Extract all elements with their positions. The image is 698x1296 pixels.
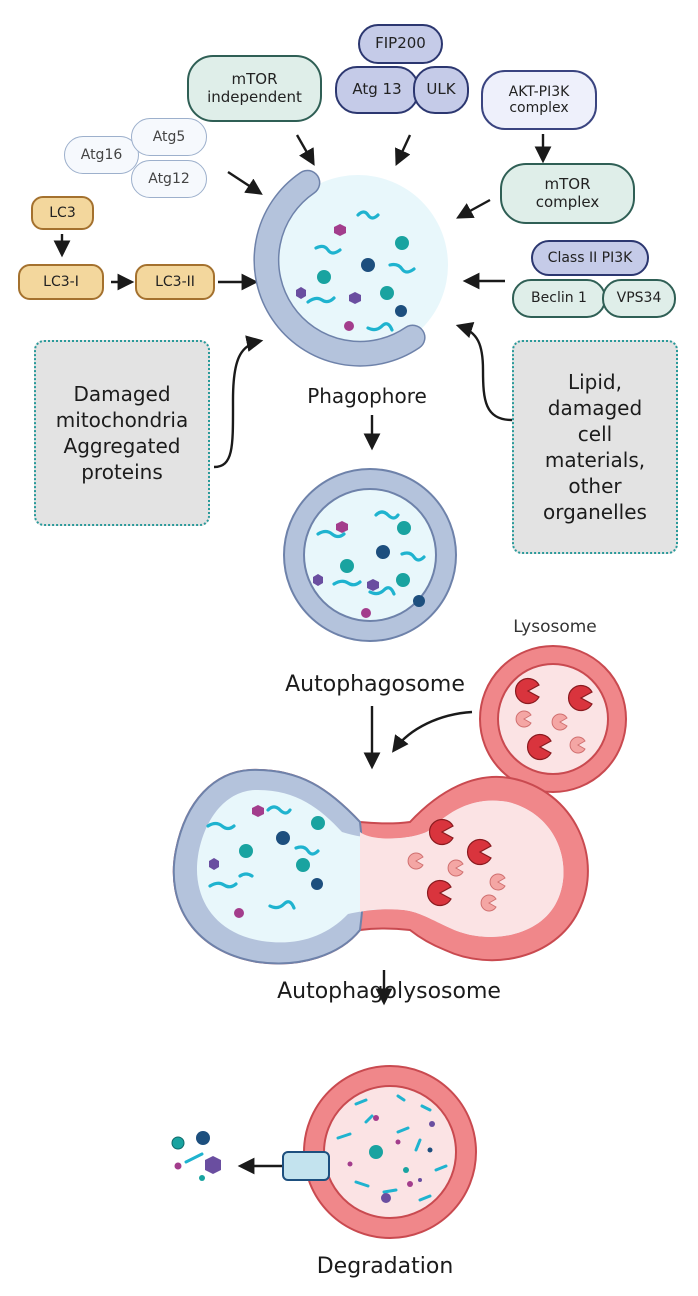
mtor-independent-box: mTOR independent [187, 55, 322, 122]
phagophore-label: Phagophore [307, 384, 427, 408]
degradation-label: Degradation [316, 1254, 454, 1279]
class2-pi3k-box: Class II PI3K [531, 240, 649, 276]
autophagolysosome-label: Autophagolysosome [277, 979, 501, 1004]
beclin1-box: Beclin 1 [512, 279, 606, 318]
atg16-box: Atg16 [64, 136, 139, 174]
degradation-vesicle [282, 1065, 477, 1239]
autophagosome-vesicle [283, 468, 457, 642]
ulk-box: ULK [413, 66, 469, 114]
lc3-i-box: LC3-I [18, 264, 104, 300]
mtor-complex-box: mTOR complex [500, 163, 635, 224]
arrow-mtor-complex [456, 198, 491, 219]
fip200-box: FIP200 [358, 24, 443, 64]
autophagosome-label: Autophagosome [285, 672, 465, 697]
arrow-left-cargo [213, 335, 264, 469]
phagophore-vesicle [253, 169, 448, 367]
lc3-box: LC3 [31, 196, 94, 230]
autophagolysosome-vesicle [172, 768, 589, 965]
arrow-lysosome [392, 710, 473, 753]
arrow-right-cargo [455, 322, 513, 422]
transporter-channel [282, 1151, 330, 1181]
released-molecules [171, 1131, 221, 1181]
atg13-box: Atg 13 [335, 66, 419, 114]
vps34-box: VPS34 [602, 279, 676, 318]
arrow-ulk-complex [395, 134, 412, 167]
lysosome-vesicle [479, 645, 627, 793]
pathway-arrows [53, 134, 552, 1175]
cargo-right-note: Lipid, damaged cell materials, other org… [512, 340, 678, 554]
cargo-left-note: Damaged mitochondria Aggregated proteins [34, 340, 210, 526]
atg12-box: Atg12 [131, 160, 207, 198]
lc3-ii-box: LC3-II [135, 264, 215, 300]
atg5-box: Atg5 [131, 118, 207, 156]
lysosome-label: Lysosome [513, 617, 597, 637]
arrow-mtor-independent [295, 134, 315, 166]
arrow-atg16-complex [227, 170, 263, 195]
akt-pi3k-box: AKT-PI3K complex [481, 70, 597, 130]
